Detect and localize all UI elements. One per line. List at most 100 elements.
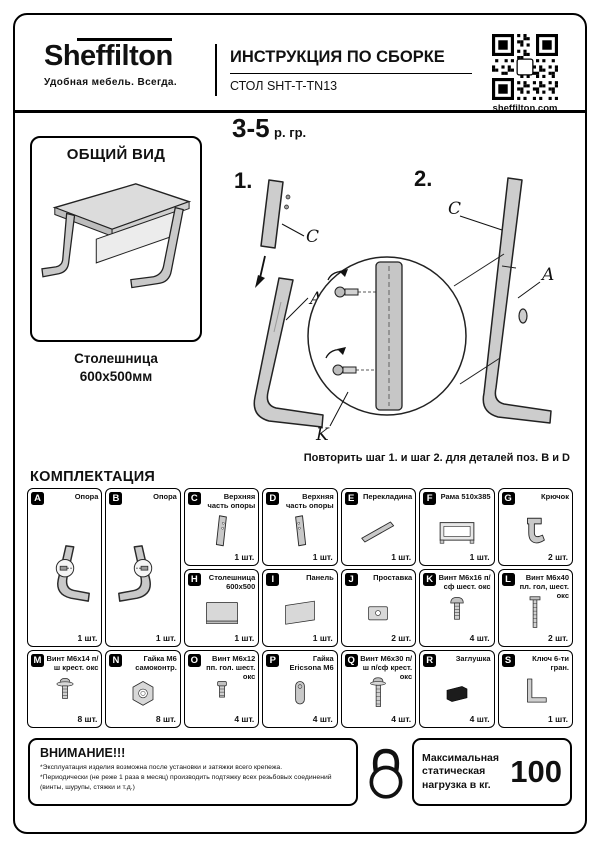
part-name: Винт М6х30 п/ш п/сф крест. окс	[360, 654, 413, 681]
part-letter-badge: G	[501, 492, 515, 505]
part-qty: 4 шт.	[391, 714, 412, 724]
part-letter-badge: H	[187, 573, 201, 586]
part-letter-badge: N	[109, 654, 123, 667]
brand-tagline: Удобная мебель. Всегда.	[44, 77, 178, 88]
part-name: Проставка	[373, 573, 413, 582]
part-qty: 1 шт.	[155, 633, 176, 643]
nut-m6-icon	[120, 674, 166, 714]
part-qty: 4 шт.	[312, 714, 333, 724]
part-name: Ключ 6-ти гран.	[532, 654, 569, 672]
title-block: ИНСТРУКЦИЯ ПО СБОРКЕ СТОЛ SHT-T-TN13	[230, 48, 472, 93]
kit-title: КОМПЛЕКТАЦИЯ	[30, 469, 156, 485]
step-2-drawing: C A K	[307, 177, 554, 445]
step1-label-c: C	[306, 227, 319, 247]
step-1-drawing: C A	[253, 179, 324, 428]
table-overview-drawing	[41, 183, 192, 289]
part-name: Гайка М6 самоконтр.	[135, 654, 177, 672]
part-letter-badge: I	[266, 573, 280, 586]
part-letter-badge: L	[501, 573, 515, 586]
overview-title: ОБЩИЙ ВИД	[66, 146, 166, 163]
part-cell-s: S Ключ 6-ти гран. 1 шт.	[497, 650, 573, 728]
overview-box: ОБЩИЙ ВИД	[30, 136, 202, 342]
part-qty: 4 шт.	[234, 714, 255, 724]
part-qty: 2 шт.	[548, 552, 568, 562]
part-letter-badge: S	[501, 654, 515, 667]
part-cell-o: O Винт М6х12 пп. гол. шест. окс 4 шт.	[183, 650, 260, 728]
website-label: sheffilton.com	[492, 103, 558, 114]
bolt-m6x14-icon	[42, 674, 88, 714]
part-cell-j: J Проставка 2 шт.	[340, 569, 417, 647]
bolt-m6x40-icon	[512, 593, 558, 633]
barrel-nut-icon	[277, 674, 323, 714]
part-qty: 2 шт.	[391, 633, 412, 643]
bolt-m6x30-icon	[355, 674, 401, 714]
part-qty: 1 шт.	[77, 633, 98, 643]
part-cell-l: L Винт М6х40 пл. гол, шест. окс 2 шт.	[497, 569, 573, 647]
part-name: Панель	[306, 573, 334, 582]
load-value: 100	[510, 754, 562, 789]
part-letter-badge: J	[344, 573, 358, 586]
brand-logo: Sheffilton	[44, 38, 173, 72]
warning-note-2: *Периодически (не реже 1 раза в месяц) п…	[40, 773, 332, 791]
age-value: 3-5	[232, 113, 270, 143]
repeat-note: Повторить шаг 1. и шаг 2. для деталей по…	[303, 452, 570, 464]
qr-code	[492, 34, 558, 100]
part-qty: 1 шт.	[391, 552, 412, 562]
kettlebell-icon	[369, 748, 403, 799]
part-letter-badge: D	[266, 492, 280, 505]
part-name: Винт М6х16 п/сф шест. окс	[438, 573, 491, 591]
step2-label-a: A	[540, 265, 554, 285]
part-qty: 1 шт.	[234, 633, 255, 643]
part-name: Столешница 600х500	[208, 573, 256, 591]
part-name: Верхняя часть опоры	[285, 492, 334, 510]
bolt-m6x12-icon	[199, 674, 245, 714]
part-cell-q: Q Винт М6х30 п/ш п/сф крест. окс 4 шт.	[340, 650, 417, 728]
hex-key-icon	[512, 674, 558, 714]
plug-icon	[434, 674, 480, 714]
load-label: Максимальная статическая нагрузка в кг.	[422, 752, 500, 791]
warning-note-1: *Эксплуатация изделия возможна после уст…	[40, 764, 283, 771]
part-cell-b: B Опора 1 шт.	[105, 488, 181, 647]
part-letter-badge: F	[423, 492, 437, 505]
doc-title: ИНСТРУКЦИЯ ПО СБОРКЕ	[230, 48, 472, 74]
part-qty: 1 шт.	[548, 714, 568, 724]
part-qty: 2 шт.	[548, 633, 568, 643]
support-leg-mirror-icon	[112, 517, 174, 631]
warning-box: ВНИМАНИЕ!!! *Эксплуатация изделия возмож…	[28, 738, 358, 806]
part-letter-badge: B	[109, 492, 123, 505]
part-letter-badge: Q	[344, 654, 358, 667]
age-group-label: 3-5 р. гр.	[232, 113, 306, 144]
frame-icon	[434, 512, 480, 552]
load-box: Максимальная статическая нагрузка в кг. …	[412, 738, 572, 806]
crossbar-icon	[355, 512, 401, 552]
part-qty: 8 шт.	[155, 714, 176, 724]
part-cell-p: P Гайка Ericsona M6 4 шт.	[262, 650, 338, 728]
part-cell-n: N Гайка М6 самоконтр. 8 шт.	[105, 650, 181, 728]
part-cell-f: F Рама 510х385 1 шт.	[419, 488, 495, 566]
bolt-m6x16-icon	[434, 593, 480, 633]
part-letter-badge: C	[187, 492, 201, 505]
part-cell-r: R Заглушка 4 шт.	[419, 650, 495, 728]
part-qty: 1 шт.	[312, 552, 333, 562]
part-cell-i: I Панель 1 шт.	[262, 569, 338, 647]
part-qty: 4 шт.	[469, 714, 490, 724]
tabletop-icon	[199, 593, 245, 633]
doc-subtitle: СТОЛ SHT-T-TN13	[230, 79, 338, 93]
part-cell-h: H Столешница 600х500 1 шт.	[183, 569, 260, 647]
step-2-number: 2.	[414, 166, 433, 191]
age-suffix: р. гр.	[274, 125, 307, 140]
part-name: Рама 510х385	[440, 492, 491, 501]
part-cell-a: A Опора 1 шт.	[27, 488, 103, 647]
part-name: Винт М6х40 пл. гол, шест. окс	[519, 573, 569, 600]
panel-icon	[277, 593, 323, 633]
part-cell-g: G Крючок 2 шт.	[497, 488, 573, 566]
brand-block: Sheffilton Удобная мебель. Всегда.	[44, 38, 209, 88]
overview-caption-line2: 600х500мм	[79, 369, 153, 385]
step-1-number: 1.	[234, 168, 253, 193]
part-cell-m: M Винт М6х14 п/ш крест. окс 8 шт.	[27, 650, 103, 728]
part-qty: 1 шт.	[469, 552, 490, 562]
header-rule	[14, 110, 586, 113]
upper-support-icon	[199, 512, 245, 552]
step2-label-k: K	[315, 425, 330, 445]
